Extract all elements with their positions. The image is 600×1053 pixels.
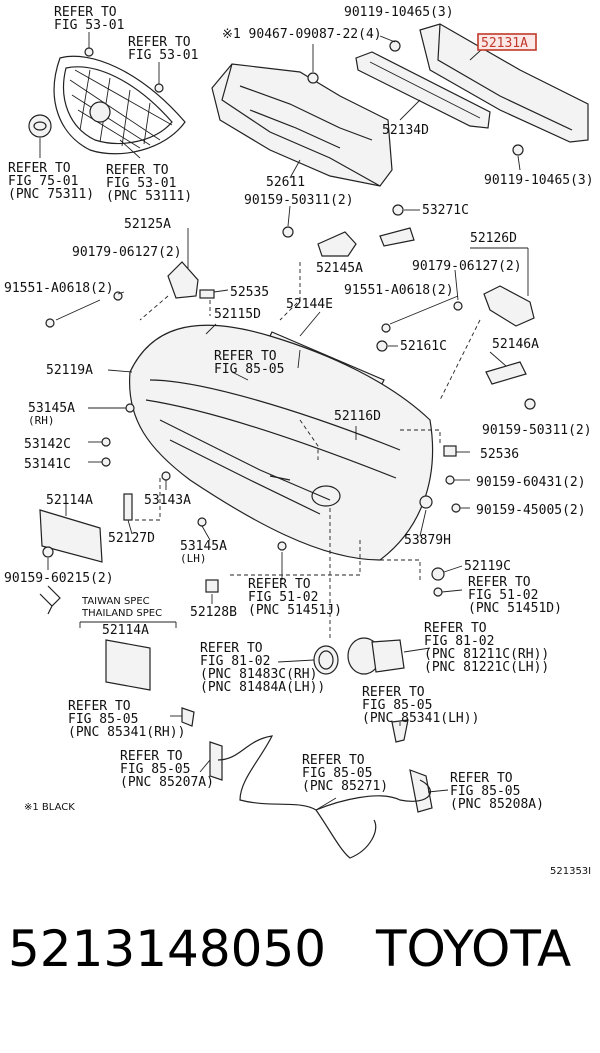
bracket-52145a-drawing [282,226,357,257]
callout: 52115D [214,307,261,322]
fog-lamp-cover-drawing [313,645,339,675]
callout: 52161C [400,339,447,354]
callout: 90119-10465(3) [344,5,454,20]
callout: 53145A(RH) [28,401,75,427]
callout: 90159-60431(2) [476,475,586,490]
callout: 52128B [190,605,237,620]
reinforcement-52131a-drawing [419,23,589,143]
callout: 91551-A0618(2) [4,281,114,296]
leader-lines [39,32,529,811]
diagram-code: 521353I [550,866,591,877]
callout: ※1 90467-09087-22(4) [222,27,382,42]
callout: 53879H [404,533,451,548]
callout: 52535 [230,285,269,300]
absorber-52611-drawing [211,63,393,187]
callout: 90159-50311(2) [482,423,592,438]
callout: 90159-45005(2) [476,503,586,518]
callout: 52536 [480,447,519,462]
callout: 53145A(LH) [180,539,227,565]
callout: 52119C [464,559,511,574]
spec-arrow [39,585,61,615]
callout: 52134D [382,123,429,138]
bolt-90119-drawing [307,40,524,156]
callout-highlighted: 52131A [481,36,528,51]
callout: 52116D [334,409,381,424]
callout: 52145A [316,261,363,276]
footnote: ※1 BLACK [24,802,75,813]
dashed-guides [130,262,481,640]
callout: 52119A [46,363,93,378]
brand-name: TOYOTA [375,920,571,978]
highlight-box [478,34,536,50]
clip-53271c-drawing [379,204,415,247]
support-52125a-drawing [45,261,199,328]
wire-harness-drawing [217,735,431,859]
callout: 52125A [124,217,171,232]
callout: 90119-10465(3) [484,173,594,188]
bumper-cover-drawing [128,324,434,561]
plate-52114a-drawing [39,509,103,563]
callout: 53143A [144,493,191,508]
callout: 52114A [46,493,93,508]
radiator-grille-drawing [53,55,186,155]
callout: 52146A [492,337,539,352]
callout: 52611 [266,175,305,190]
callout: 53142C [24,437,71,452]
callout: 90159-50311(2) [244,193,354,208]
callout: 52127D [108,531,155,546]
support-52126d-drawing [381,285,535,333]
callout: 90179-06127(2) [412,259,522,274]
callout: 90159-60215(2) [4,571,114,586]
retainer-52134d-drawing [355,51,491,129]
callout: 53141C [24,457,71,472]
fog-lamp-drawing [347,637,405,675]
callout: 90179-06127(2) [72,245,182,260]
part-number: 5213148050 [8,920,326,978]
callout: 52114A [102,623,149,638]
emblem-drawing [28,114,52,138]
callout: 53271C [422,203,469,218]
callout: 91551-A0618(2) [344,283,454,298]
callout: 52126D [470,231,517,246]
callout: 52144E [286,297,333,312]
